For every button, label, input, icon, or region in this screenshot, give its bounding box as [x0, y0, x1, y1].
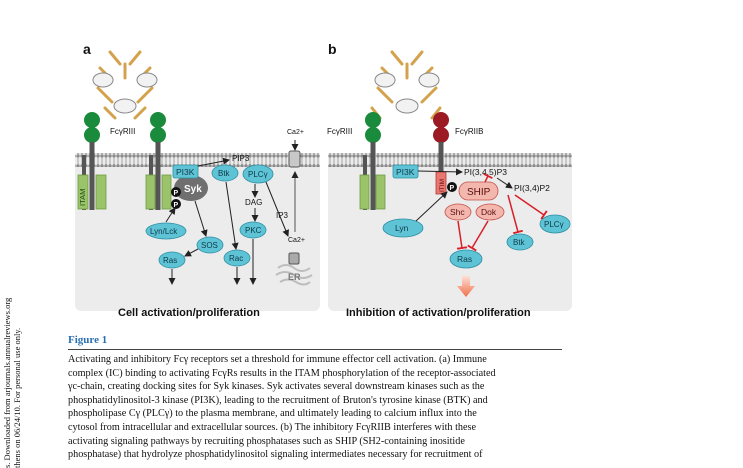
fcgr2b-label: FcγRIIB [455, 127, 483, 136]
lyn-lck-label: Lyn/Lck [150, 227, 178, 236]
ras-label-b: Ras [457, 254, 472, 264]
fcgr3-receptor-2 [145, 112, 172, 210]
inhibition-down-arrow [457, 276, 475, 297]
syk-label: Syk [184, 184, 202, 195]
pi34p2-label: PI(3,4)P2 [514, 183, 550, 193]
itam-label: ITAM [78, 189, 87, 206]
pkc-label: PKC [245, 226, 262, 235]
btk-label-a: Btk [218, 169, 231, 178]
panel-a: a ITAM [75, 41, 320, 319]
ras-node-a [158, 251, 186, 269]
pi345p3-label: PI(3,4,5)P3 [464, 167, 507, 177]
panel-b-letter: b [328, 41, 337, 57]
pkc-node [239, 221, 267, 239]
figure-title: Figure 1 [68, 334, 108, 346]
panel-b-title: Inhibition of activation/proliferation [346, 307, 531, 319]
pi3k-node-a [172, 164, 199, 179]
immune-complex-b [370, 50, 442, 120]
plcg-node-a [242, 164, 274, 184]
pi3k-label-a: PI3K [176, 167, 195, 177]
fcgr3-label-b: FcγRIII [327, 127, 352, 136]
shc-node [444, 203, 472, 221]
ship-label: SHIP [467, 187, 491, 198]
er-membrane [275, 264, 313, 286]
panel-a-letter: a [83, 41, 91, 57]
plcg-label-a: PLCγ [248, 170, 268, 179]
caption-line: cytosol from intracellular and extracell… [68, 421, 477, 433]
rac-node [223, 249, 251, 267]
panel-b: b FcγRIII [327, 41, 572, 319]
pi3k-to-pip3-arrow [197, 157, 230, 167]
fcgr2b-receptor [433, 112, 449, 195]
lyn-label-b: Lyn [395, 223, 409, 233]
signaling-figure: a ITAM [75, 41, 572, 319]
svg-text:P: P [450, 185, 455, 192]
dok-node [475, 203, 505, 221]
phospho-b [447, 182, 457, 192]
calcium-channel [288, 150, 301, 168]
pip3-label: PIP3 [232, 154, 250, 163]
caption-line: complex (IC) binding to activating FcγRs… [68, 367, 496, 379]
figure-caption: Activating and inhibitory Fcγ receptors … [68, 353, 564, 462]
lyn-node-b [382, 218, 424, 238]
sos-label: SOS [201, 241, 218, 250]
ship-node [458, 181, 499, 201]
svg-text:P: P [174, 190, 179, 197]
rac-label: Rac [229, 254, 243, 263]
btk-label-b: Btk [513, 238, 526, 247]
cell-interior-a [75, 153, 320, 311]
ras-label-a: Ras [163, 256, 177, 265]
caption-line: activating signaling pathways by recruit… [68, 435, 465, 447]
caption-line: γc-chain, creating docking sites for Syk… [68, 381, 485, 393]
fcgr3-label-a: FcγRIII [110, 127, 135, 136]
plasma-membrane-b [328, 153, 572, 167]
calcium-top-label: Ca2+ [287, 129, 304, 136]
lyn-lck-node [145, 222, 187, 240]
panel-a-title: Cell activation/proliferation [118, 307, 260, 319]
plasma-membrane-a [75, 153, 320, 167]
dok-label: Dok [481, 207, 497, 217]
dag-label: DAG [245, 198, 262, 207]
immune-complex-a [92, 50, 158, 120]
phospho-2 [171, 199, 181, 209]
sos-node [196, 236, 224, 254]
shc-label: Shc [450, 207, 465, 217]
plcg-label-b: PLCγ [544, 220, 564, 229]
er-channel [288, 252, 300, 265]
ras-node-b [449, 249, 483, 269]
syk-node [174, 175, 208, 201]
svg-text:P: P [174, 202, 179, 209]
er-label: ER [288, 272, 301, 282]
caption-line: phosphatase) that hydrolyze phosphatidyl… [68, 449, 483, 461]
caption-line: phospholipase Cγ (PLCγ) to the plasma me… [68, 408, 477, 420]
caption-line: Activating and inhibitory Fcγ receptors … [68, 354, 487, 365]
calcium-mid-label: Ca2+ [288, 237, 305, 244]
btk-node-a [211, 164, 239, 182]
figure-rule [68, 349, 562, 350]
cell-interior-b [328, 153, 572, 311]
itim-label: ITIM [439, 179, 446, 192]
fcgr3-receptor-b [359, 112, 386, 210]
ip3-label: IP3 [276, 211, 289, 220]
caption-line: phosphatidylinositol-3 kinase (PI3K), le… [68, 394, 488, 406]
phospho-1 [171, 187, 181, 197]
pi3k-label-b: PI3K [396, 167, 415, 177]
fcgr3-receptor-1 [77, 112, 107, 210]
